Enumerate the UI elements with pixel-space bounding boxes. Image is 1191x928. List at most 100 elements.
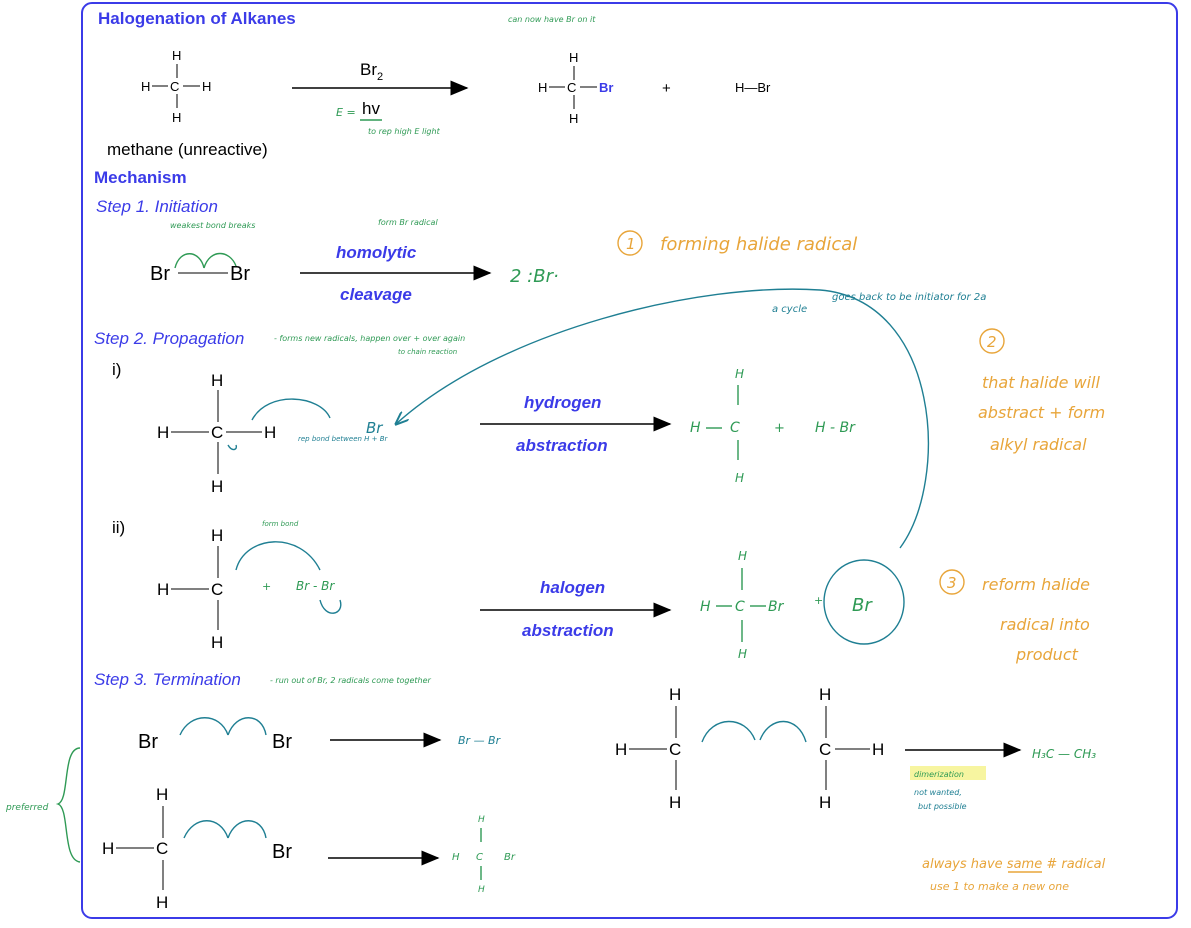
step3-note: - run out of Br, 2 radicals come togethe… <box>270 676 432 685</box>
svg-text:C: C <box>730 420 740 436</box>
step1-label: Step 1. Initiation <box>96 197 218 216</box>
svg-text:H: H <box>872 740 884 759</box>
svg-text:C: C <box>819 740 831 759</box>
annotation-3c: product <box>1015 645 1079 664</box>
homolytic-label: homolytic <box>336 243 417 262</box>
br-term-1: Br <box>138 731 158 753</box>
abstraction-label-1: abstraction <box>516 436 608 455</box>
svg-text:H: H <box>690 420 701 436</box>
svg-text:H: H <box>669 793 681 812</box>
svg-text:H: H <box>735 367 744 381</box>
svg-text:Br: Br <box>150 263 170 285</box>
hbr-i: H - Br <box>815 420 856 436</box>
term-product-2: H H C Br H <box>452 815 516 895</box>
abstraction-label-2: abstraction <box>522 621 614 640</box>
svg-text:H: H <box>538 80 547 95</box>
methane-i-structure: H H C H H <box>157 371 276 496</box>
methyl-term-structure: H H C H <box>102 785 168 912</box>
note-always: always have same # radical <box>922 857 1106 872</box>
svg-text:C: C <box>211 423 223 442</box>
atom-c: C <box>170 79 179 94</box>
svg-text:H: H <box>569 50 578 65</box>
note-but-possible: but possible <box>918 802 967 811</box>
svg-text:Br: Br <box>599 80 613 95</box>
preferred-note: preferred <box>5 803 49 813</box>
svg-text:H: H <box>211 526 223 545</box>
svg-text:H: H <box>156 893 168 912</box>
note-cycle: a cycle <box>772 304 807 315</box>
methane-label: methane (unreactive) <box>107 140 268 159</box>
annotation-2a: that halide will <box>982 373 1100 392</box>
circle-3: 3 <box>947 574 957 592</box>
svg-text:H: H <box>738 647 747 661</box>
methyl-right-dimer: H C H H <box>819 685 884 812</box>
svg-text:H: H <box>211 633 223 652</box>
svg-text:C: C <box>567 80 576 95</box>
svg-text:H: H <box>819 793 831 812</box>
annotation-3a: reform halide <box>982 575 1090 594</box>
svg-text:C: C <box>735 599 745 615</box>
reagent-br2: Br2 <box>360 60 383 83</box>
cycle-arrow <box>396 288 930 549</box>
methyl-left-dimer: H H C H <box>615 685 681 812</box>
annotation-2c: alkyl radical <box>990 435 1087 454</box>
atom-h: H <box>202 79 211 94</box>
hydrogen-label: hydrogen <box>524 393 601 412</box>
svg-text:H: H <box>157 423 169 442</box>
bromomethane-product-ii: H H C Br H <box>700 549 785 661</box>
note-form-bond: form bond <box>262 520 299 528</box>
step2-note2: to chain reaction <box>398 348 457 356</box>
note-weakest: weakest bond breaks <box>170 221 255 230</box>
page-title: Halogenation of Alkanes <box>98 9 296 28</box>
note-dimerization: dimerization <box>914 770 964 779</box>
svg-text:H: H <box>738 549 747 563</box>
svg-text:H: H <box>819 685 831 704</box>
svg-text:H: H <box>569 111 578 126</box>
note-bond: rep bond between H + Br <box>298 435 389 443</box>
atom-h: H <box>172 48 181 63</box>
note-br-on-it: can now have Br on it <box>508 15 596 24</box>
annotation-2b: abstract + form <box>978 403 1105 422</box>
bromomethane-structure: H H C Br H <box>538 50 613 126</box>
svg-text:Br: Br <box>768 599 785 615</box>
plus-ii-left: + <box>262 580 271 593</box>
annotation-1: forming halide radical <box>660 234 857 255</box>
mechanism-heading: Mechanism <box>94 168 187 187</box>
svg-text:H: H <box>211 371 223 390</box>
br2-structure: Br Br <box>150 252 250 285</box>
note-e: E = <box>336 106 356 119</box>
hbr-product: H—Br <box>735 80 771 95</box>
note-goes-back: goes back to be initiator for 2a <box>832 292 986 303</box>
svg-text:H: H <box>615 740 627 759</box>
term-product-1: Br — Br <box>458 734 502 747</box>
condition-hv: hv <box>362 99 380 118</box>
atom-h: H <box>141 79 150 94</box>
annotation-3b: radical into <box>1000 615 1090 634</box>
svg-text:H: H <box>102 839 114 858</box>
svg-text:C: C <box>156 839 168 858</box>
circle-2: 2 <box>987 333 997 351</box>
svg-text:H: H <box>211 477 223 496</box>
svg-text:H: H <box>264 423 276 442</box>
svg-text:H: H <box>157 580 169 599</box>
br-term-2: Br <box>272 731 292 753</box>
halogen-label: halogen <box>540 578 605 597</box>
br-radical-i: Br <box>366 419 383 437</box>
note-light: to rep high E light <box>368 127 441 136</box>
step2-i-label: i) <box>112 360 121 379</box>
step3-label: Step 3. Termination <box>94 670 241 689</box>
svg-text:Br: Br <box>504 852 516 863</box>
step2-label: Step 2. Propagation <box>94 329 244 348</box>
note-not-wanted: not wanted, <box>914 788 962 797</box>
atom-h: H <box>172 110 181 125</box>
br2-ii: Br - Br <box>296 579 335 593</box>
svg-text:H: H <box>156 785 168 804</box>
svg-text:H: H <box>669 685 681 704</box>
note-use: use 1 to make a new one <box>930 880 1069 893</box>
plus-i: + <box>774 421 785 436</box>
methane-structure: H H C H H <box>141 48 211 125</box>
br-radical-product: 2 :Br· <box>510 266 559 287</box>
plus-sign: + <box>662 80 671 97</box>
circle-1: 1 <box>626 235 636 253</box>
